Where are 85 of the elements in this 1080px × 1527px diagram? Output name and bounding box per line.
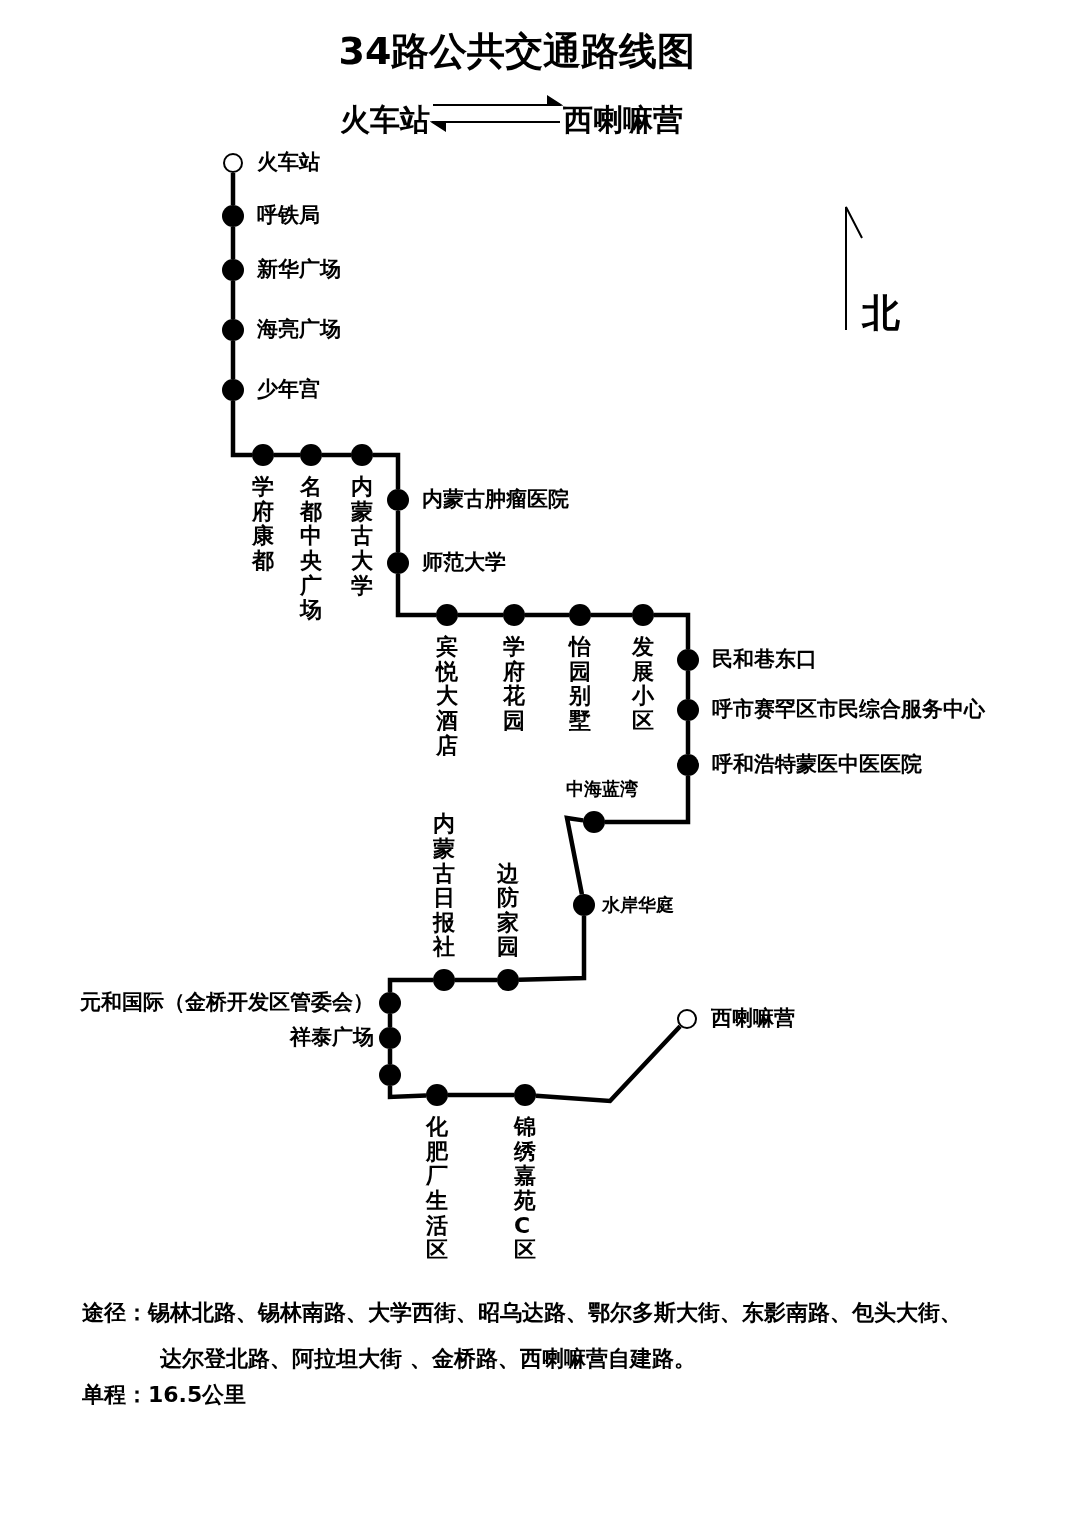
stop-dot — [222, 319, 244, 341]
stop-name: 水岸华庭 — [602, 895, 674, 915]
stop-dot — [222, 205, 244, 227]
terminal-name: 火车站 — [340, 100, 430, 141]
stop-dot — [379, 1027, 401, 1049]
terminal-stop-circle — [223, 153, 243, 173]
stop-dot — [387, 489, 409, 511]
stop-name: 呼和浩特蒙医中医医院 — [712, 753, 922, 777]
stop-dot — [632, 604, 654, 626]
route-line — [395, 574, 436, 618]
route-line — [230, 281, 236, 319]
stop-dot — [252, 444, 274, 466]
stop-dot — [222, 259, 244, 281]
stop-name: 宾悦大酒店 — [436, 635, 458, 759]
route-line — [458, 612, 503, 618]
stop-dot — [677, 649, 699, 671]
stop-name: 新华广场 — [257, 258, 341, 282]
stop-name: 西喇嘛营 — [711, 1007, 795, 1031]
stop-name: 内蒙古大学 — [351, 475, 373, 599]
route-line — [230, 401, 252, 458]
stop-name: 怡园别墅 — [569, 635, 591, 734]
stop-name: 名都中央广场 — [300, 475, 322, 623]
stop-dot — [351, 444, 373, 466]
stop-name: 内蒙古肿瘤医院 — [422, 488, 569, 512]
stop-dot — [573, 894, 595, 916]
route-line — [448, 1092, 514, 1098]
stop-dot — [387, 552, 409, 574]
route-line — [605, 776, 691, 825]
stop-dot — [379, 1064, 401, 1086]
stop-name: 火车站 — [257, 151, 320, 175]
stop-dot — [503, 604, 525, 626]
stop-name: 民和巷东口 — [712, 648, 817, 672]
compass-label: 北 — [862, 290, 900, 337]
stop-name: 元和国际（金桥开发区管委会） — [80, 991, 374, 1015]
route-streets-note: 途径：锡林北路、锡林南路、大学西街、昭乌达路、鄂尔多斯大街、东影南路、包头大街、达尔登北路、阿拉坦大街 、金桥路、西喇嘛营自建路。 — [82, 1299, 963, 1373]
route-line — [455, 977, 497, 983]
route-line — [230, 227, 236, 259]
route-line — [230, 341, 236, 379]
route-line — [654, 612, 691, 649]
stop-name: 呼市赛罕区市民综合服务中心 — [712, 698, 985, 722]
route-line — [322, 452, 351, 458]
stop-name: 少年宫 — [257, 378, 320, 402]
stop-dot — [583, 811, 605, 833]
stop-dot — [569, 604, 591, 626]
terminal-name: 西喇嘛营 — [563, 100, 683, 141]
route-line — [230, 173, 236, 205]
stop-name: 海亮广场 — [257, 318, 341, 342]
direction-arrow-line — [431, 121, 561, 132]
route-line — [387, 1086, 427, 1100]
stop-name: 学府康都 — [252, 475, 274, 574]
route-line — [518, 916, 587, 982]
stop-name: 内蒙古日报社 — [433, 812, 455, 960]
route-line — [535, 1024, 682, 1104]
stop-dot — [222, 379, 244, 401]
route-line — [395, 511, 401, 552]
stop-dot — [433, 969, 455, 991]
stop-name: 学府花园 — [503, 635, 525, 734]
stop-name: 祥泰广场 — [290, 1026, 374, 1050]
route-line — [525, 612, 569, 618]
route-line — [591, 612, 632, 618]
direction-arrow-line — [432, 95, 562, 106]
stop-name: 师范大学 — [422, 551, 506, 575]
route-line — [564, 815, 585, 895]
terminal-stop-circle — [677, 1009, 697, 1029]
route-line — [274, 452, 300, 458]
stop-name: 中海蓝湾 — [566, 779, 638, 799]
stop-dot — [497, 969, 519, 991]
stop-name: 发展小区 — [632, 635, 654, 734]
stop-dot — [677, 699, 699, 721]
stop-name: 边防家园 — [497, 861, 519, 960]
stop-name: 锦绣嘉苑C区 — [514, 1115, 536, 1263]
title: 34路公共交通路线图 — [337, 28, 697, 75]
route-line — [373, 452, 401, 489]
route-length-note: 单程：16.5公里 — [82, 1381, 247, 1409]
route-line — [387, 977, 433, 992]
stop-name: 呼铁局 — [257, 204, 320, 228]
stop-dot — [677, 754, 699, 776]
stop-dot — [300, 444, 322, 466]
route-line — [685, 721, 691, 754]
stop-dot — [379, 992, 401, 1014]
stop-dot — [436, 604, 458, 626]
stop-name: 化肥厂生活区 — [426, 1115, 448, 1263]
stop-dot — [426, 1084, 448, 1106]
stop-dot — [514, 1084, 536, 1106]
route-line — [685, 671, 691, 699]
